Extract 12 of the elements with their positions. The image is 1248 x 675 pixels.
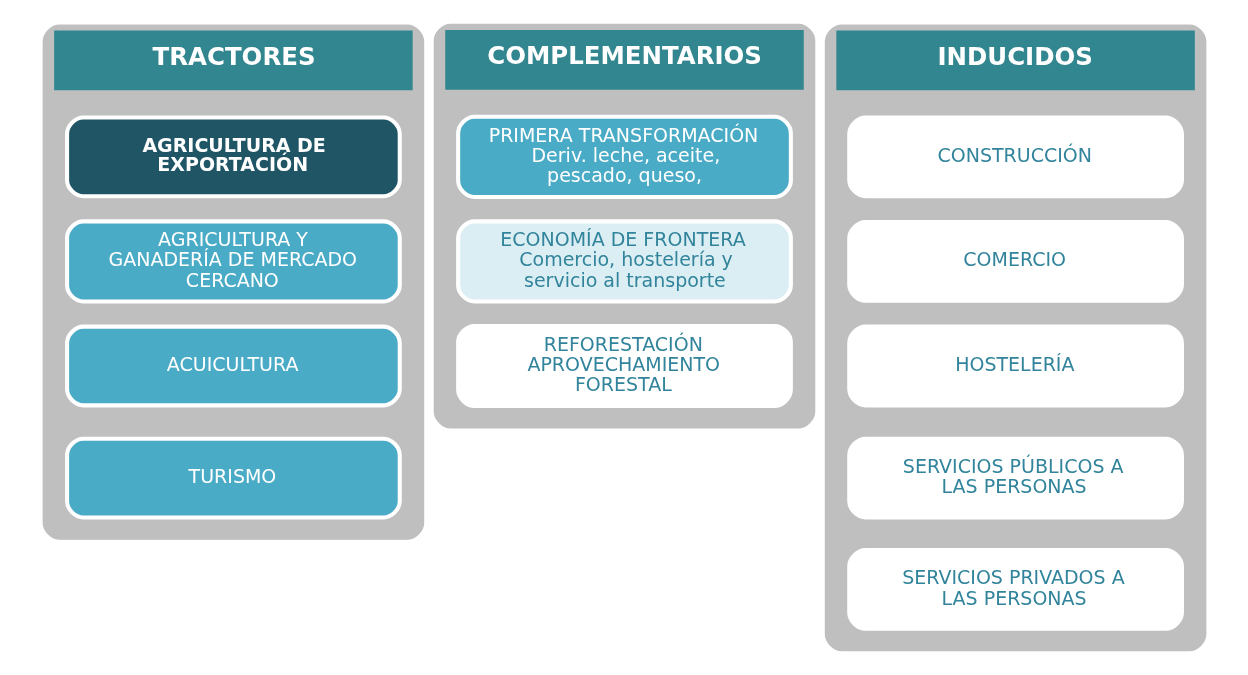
node-box: AGRICULTURA DE EXPORTACIÓN <box>64 115 402 199</box>
node-box: SERVICIOS PÚBLICOS A LAS PERSONAS <box>846 436 1184 520</box>
node-box: HOSTELERÍA <box>846 324 1184 408</box>
node-box: AGRICULTURA Y GANADERÍA DE MERCADO CERCANO <box>64 219 402 304</box>
node-box: ACUICULTURA <box>64 324 402 408</box>
node-box: REFORESTACIÓN APROVECHAMIENTO FORESTAL <box>455 323 793 409</box>
node-box: TURISMO <box>64 436 402 520</box>
node-box: CONSTRUCCIÓN <box>846 115 1184 199</box>
node-box: COMERCIO <box>846 220 1184 303</box>
node-box: PRIMERA TRANSFORMACIÓN Deriv. leche, aceite, pescado, queso, <box>455 114 793 199</box>
node-box: ECONOMÍA DE FRONTERA Comercio, hostelería y servicio al transporte <box>455 219 793 304</box>
node-box: SERVICIOS PRIVADOS A LAS PERSONAS <box>846 548 1184 631</box>
